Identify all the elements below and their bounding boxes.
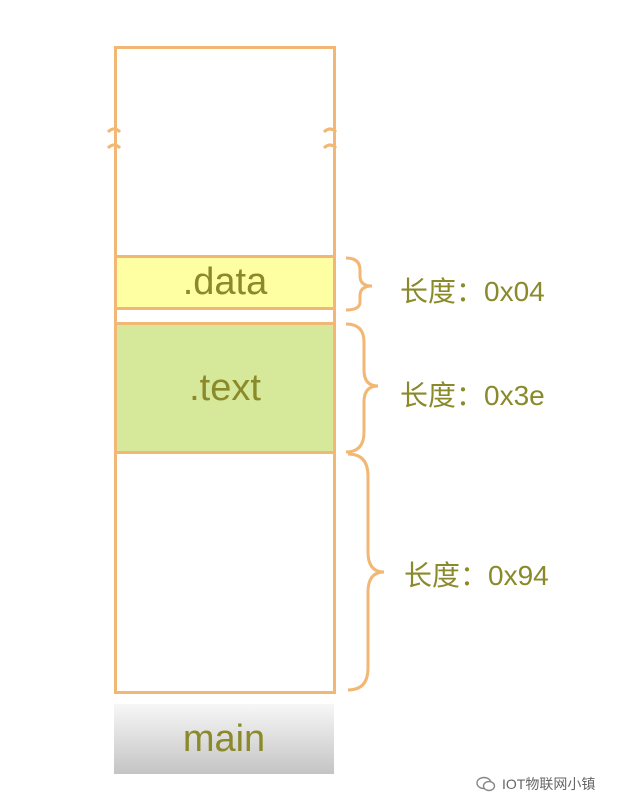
main-block: main — [114, 704, 334, 774]
data-segment: .data — [114, 255, 336, 310]
data-segment-label: .data — [182, 261, 268, 303]
text-brace — [345, 322, 379, 454]
main-length-label: 长度：0x94 — [404, 560, 549, 591]
text-length-label: 长度：0x3e — [400, 380, 545, 411]
text-segment: .text — [114, 322, 336, 454]
main-block-label: main — [182, 717, 266, 760]
text-segment-label: .text — [189, 366, 261, 409]
wechat-icon — [476, 776, 496, 792]
data-brace — [345, 256, 373, 312]
data-length-label: 长度：0x04 — [400, 276, 545, 307]
break-mark-left — [106, 127, 122, 150]
main-brace — [347, 452, 385, 692]
watermark-text: IOT物联网小镇 — [502, 776, 596, 792]
break-mark-right — [322, 127, 338, 150]
watermark: IOT物联网小镇 — [476, 774, 595, 794]
